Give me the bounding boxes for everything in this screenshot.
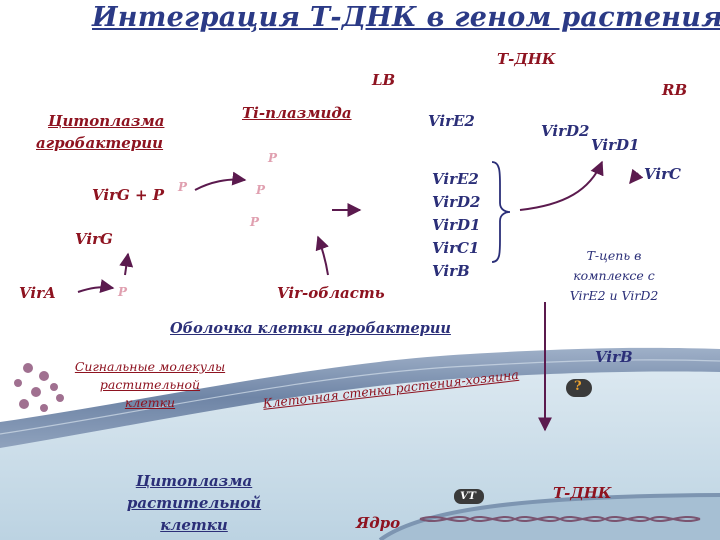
question-mark: ?: [574, 379, 582, 394]
p-mark: P: [256, 183, 266, 197]
p-mark: P: [268, 151, 278, 165]
virg-p-label: VirG + P: [92, 186, 165, 204]
plant-cytoplasm-label-line1: Цитоплазма: [135, 472, 253, 490]
signal-label-line1: Сигнальные молекулы: [74, 359, 226, 374]
t-strand-label-line2: комплексе с: [573, 268, 655, 283]
agro-cytoplasm-label-line2: агробактерии: [36, 134, 164, 152]
p-mark: P: [118, 285, 128, 299]
vir-list-item-virc1: VirC1: [432, 239, 480, 257]
arrow-vir-region-up: [315, 235, 329, 276]
vir-list-item-vire2: VirE2: [432, 170, 479, 188]
ti-plasmid-label: Ti-плазмида: [242, 104, 352, 122]
vire2-label-top: VirE2: [428, 112, 475, 130]
rb-label: RB: [662, 81, 688, 99]
lb-label: LB: [372, 71, 396, 89]
signal-label-line3: клетки: [124, 395, 176, 410]
vir-region-label: Vir-область: [277, 284, 385, 302]
signal-label-line2: растительной: [99, 377, 201, 392]
virg-label: VirG: [75, 230, 113, 248]
arrow-p-to-plasmid: [194, 171, 247, 191]
virb-label-bottom: VirB: [595, 348, 633, 366]
vir-list-item-virb: VirB: [432, 262, 470, 280]
nucleus-label: Ядро: [356, 514, 401, 532]
t-strand-label-line3: VirE2 и VirD2: [569, 288, 659, 303]
t-dna-label-bottom: Т-ДНК: [553, 484, 612, 502]
nucleus-membrane: [378, 493, 720, 540]
vt-label: VT: [460, 490, 476, 502]
plant-cytoplasm-label-line3: клетки: [160, 516, 228, 534]
t-strand-label-line1: Т-цепь в: [586, 248, 642, 263]
chromosome-dna: [419, 516, 701, 522]
vir-list-item-vird1: VirD1: [432, 216, 481, 234]
p-mark: P: [250, 215, 260, 229]
vir-list-item-vird2: VirD2: [432, 193, 481, 211]
page-title: Интеграция Т-ДНК в геном растения: [92, 2, 720, 33]
agro-membrane-label: Оболочка клетки агробактерии: [170, 320, 451, 337]
virc-label: VirC: [644, 165, 681, 183]
vir-list-brace: [491, 161, 511, 263]
vira-label: VirA: [19, 284, 56, 302]
plant-cytoplasm-label-line2: растительной: [126, 494, 262, 512]
question-badge: [566, 379, 592, 397]
vt-badge: [454, 489, 484, 504]
p-mark: P: [178, 180, 188, 194]
arrow-virc: [629, 168, 644, 185]
t-dna-label: Т-ДНК: [497, 50, 556, 68]
vird2-label-top: VirD2: [541, 122, 590, 140]
arrow-vira-to-p: [77, 279, 115, 294]
arrow-virg-up: [119, 252, 134, 276]
vird1-label-top: VirD1: [591, 136, 640, 154]
signal-molecules: [14, 363, 64, 412]
plant-cell-wall: [0, 347, 720, 448]
agro-cytoplasm-label-line1: Цитоплазма: [48, 112, 165, 130]
arrow-brace-to-vird: [519, 160, 604, 211]
